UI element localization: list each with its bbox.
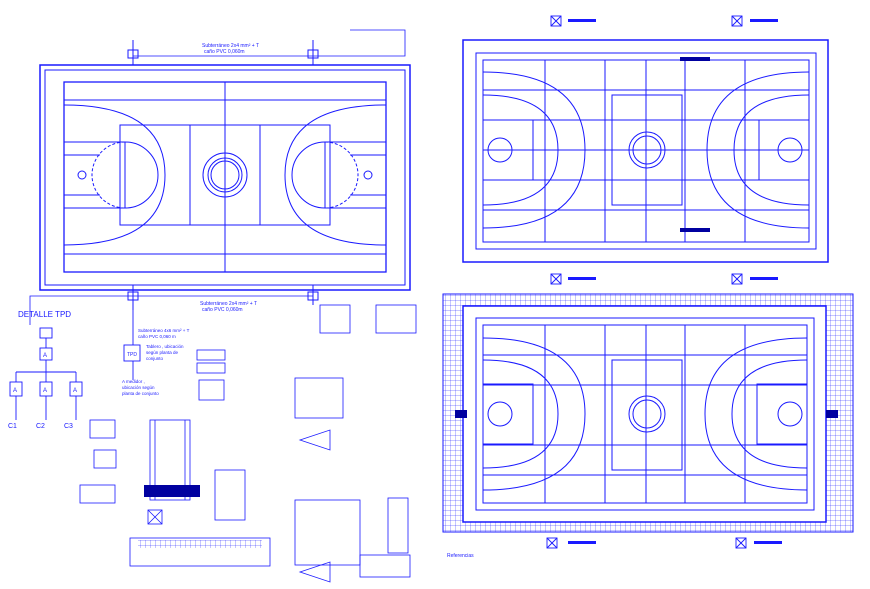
sub-pipe-label: caño PVC 0,060 m [138,334,176,339]
bottom-pipe-label: caño PVC 0,060m [202,307,243,313]
light-pole-top-right [307,40,319,65]
court-plan-top-left [29,29,411,325]
light-pole-top-left [127,40,139,65]
center-circle-2 [628,131,666,169]
tpd-feed [123,310,141,380]
medidor-line-1: A medidor , [122,379,145,384]
light-pole-bottom-left [127,285,139,310]
outer-border [39,64,411,291]
court-2-headers [550,15,743,27]
dark-fill-1 [144,485,200,497]
references-label: Referencias [447,553,474,559]
medidor-line-3: planta de conjunto [122,391,159,396]
tablero-line-1: Tablero , ubicación [146,344,184,349]
tpd-box-label: TPD [127,352,137,358]
court-plan-top-right [462,39,829,263]
circuit-c1: C1 [8,423,17,430]
tablero-line-2: según planta de [146,350,179,355]
top-cable-label: Subterráneo 2x4 mm² + T [202,43,259,49]
tablero-line-3: conjunto [146,356,164,361]
top-pipe-label: caño PVC 0,060m [204,49,245,55]
tpd-schematic [9,327,83,420]
breaker-c3: A [73,388,77,394]
breaker-c1: A [13,388,17,394]
breaker-main: A [43,353,47,359]
net-pattern [138,540,262,548]
medidor-line-2: ubicación según [122,385,155,390]
bottom-cable-label: Subterráneo 2x4 mm² + T [200,301,257,307]
circuit-c3: C3 [64,423,73,430]
center-circle [202,152,248,198]
court-plan-bottom-right [462,305,827,523]
center-circle-3 [628,395,666,433]
circuit-c2: C2 [36,423,45,430]
construction-details [79,304,417,583]
light-pole-bottom-right [307,285,319,305]
breaker-c2: A [43,388,47,394]
sub-cable-label: Subterráneo 4x6 mm² + T [138,328,190,333]
panel-title: DETALLE TPD [18,310,71,319]
court-3-headers [546,273,747,549]
